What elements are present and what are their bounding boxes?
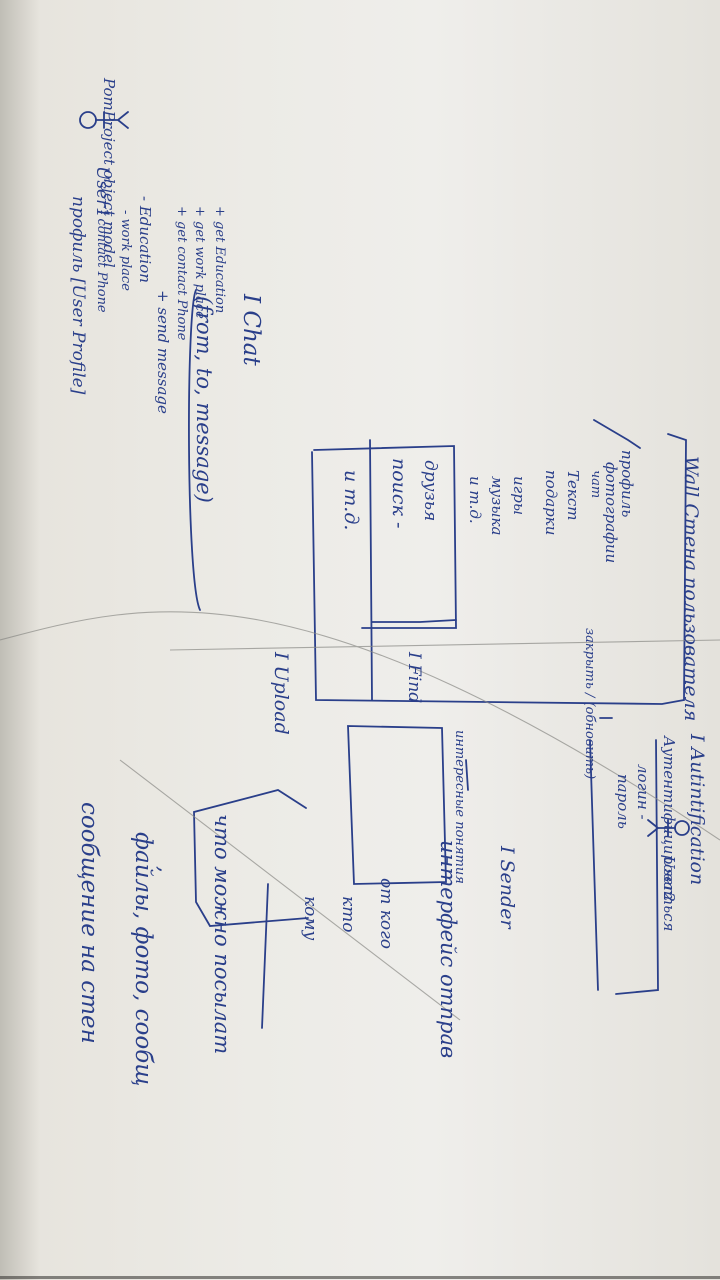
upload-title: I Upload <box>270 652 292 735</box>
note-wall-message: сообщение на стен <box>76 802 102 1044</box>
user1-method-phone: + get contact Phone <box>174 206 189 341</box>
wall-item-gifts: подарки <box>542 470 560 536</box>
wall-bottom-search: поиск - <box>388 458 410 529</box>
note-files-photos: файлы, фото, сообщ <box>130 832 156 1087</box>
auth-frame <box>615 739 659 995</box>
user2-body <box>647 819 676 837</box>
user1-head <box>79 111 97 129</box>
note-comma: , <box>154 866 178 873</box>
wall-item-photos: фотографии <box>602 462 620 564</box>
chat-method: + send message <box>154 290 172 414</box>
wall-bottom-friends: друзья <box>420 460 440 522</box>
chat-params: (from, to, message) <box>192 296 216 503</box>
auth-item-authenticate: Аутентифицироваться <box>660 736 678 932</box>
user1-body <box>95 111 129 129</box>
user1-profile-header: профиль [User Profile] <box>68 196 88 395</box>
wall-item-music: музыка <box>488 476 506 536</box>
user2-label: User2 <box>660 856 678 902</box>
auth-item-login: логин - <box>634 764 652 820</box>
pencil-line-2 <box>169 639 720 651</box>
user1-attr-phone: - contact Phone <box>94 210 109 313</box>
upload-shape <box>193 789 309 927</box>
wall-item-text: Текст <box>564 470 582 521</box>
user1-attr-workplace: - work place <box>118 210 133 291</box>
find-title: I Find <box>404 652 424 704</box>
auth-item-password: пароль <box>614 774 632 829</box>
auth-divider <box>589 739 599 991</box>
sender-bracket <box>465 759 469 791</box>
upload-stroke <box>261 883 269 1029</box>
chat-bracket <box>188 289 201 611</box>
pencil-line-3 <box>119 759 461 1021</box>
wall-divider <box>371 619 457 623</box>
find-box <box>347 725 447 885</box>
wall-item-profile: профиль <box>618 450 636 518</box>
wall-arrow-note: закрыть / (обновить) <box>582 628 597 780</box>
sender-line-to: кому <box>300 896 320 941</box>
wall-title: Wall Стена пользователя <box>680 456 702 722</box>
sender-line-from: от кого <box>376 878 396 949</box>
pencil-line-1 <box>0 611 720 841</box>
chat-title: I Chat <box>238 294 264 366</box>
wall-box-outer <box>369 439 373 701</box>
wall-arrow <box>593 419 641 449</box>
page-shadow <box>0 0 40 1280</box>
sender-line-who: кто <box>338 896 358 933</box>
user1-attr-education: - Education <box>136 196 154 283</box>
bottom-edge <box>0 1276 720 1279</box>
note-what-can-send: что можно посылат <box>210 814 234 1055</box>
auth-title: I Autintification <box>686 734 708 886</box>
sender-line-interface: интерфейс отправ <box>436 840 460 1059</box>
wall-item-chat: чат <box>588 470 603 499</box>
wall-bottom-etc: и т.д. <box>340 470 362 531</box>
wall-item-games: игры <box>510 476 528 516</box>
wall-item-etc: и т.д. <box>466 476 484 524</box>
sender-title: I Sender <box>496 846 518 929</box>
wall-inner-box <box>313 445 457 629</box>
wall-frame <box>311 433 687 705</box>
